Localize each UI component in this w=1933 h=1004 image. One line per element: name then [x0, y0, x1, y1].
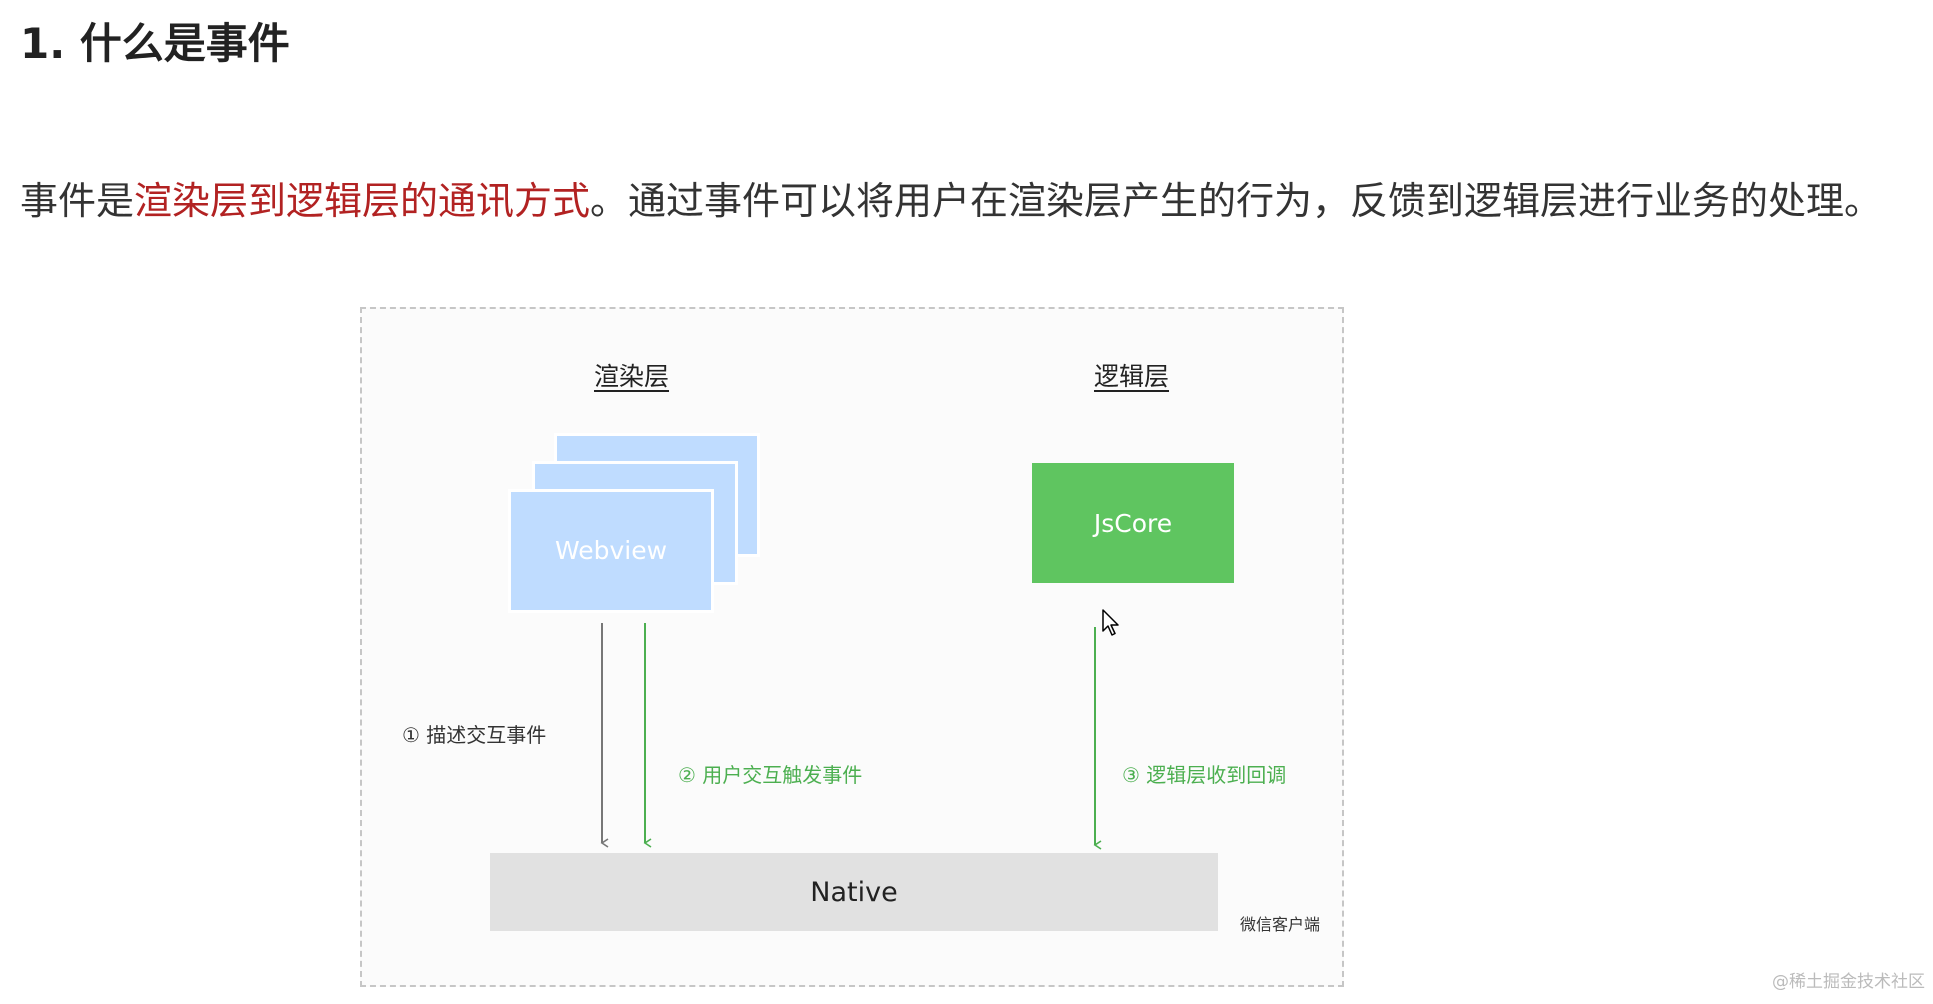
intro-highlight: 渲染层到逻辑层的通讯方式 [134, 179, 591, 223]
webview-label: Webview [554, 536, 668, 565]
event-flow-diagram: 渲染层 逻辑层 Webview JsCore [360, 307, 1344, 987]
intro-sentence: 事件是渲染层到逻辑层的通讯方式。通过事件可以将用户在渲染层产生的行为，反馈到逻辑… [20, 170, 1882, 225]
render-layer-title: 渲染层 [594, 362, 670, 391]
intro-suffix: 。通过事件可以将用户在渲染层产生的行为，反馈到逻辑层进行业务的处理。 [590, 179, 1883, 223]
intro-prefix: 事件是 [20, 179, 135, 223]
section-title: 1. 什么是事件 [20, 19, 290, 68]
flow-arrows [600, 623, 1102, 850]
jscore-box: JsCore [1032, 463, 1234, 583]
step-1-label: ① 描述交互事件 [402, 723, 547, 747]
webview-card-front: Webview [508, 489, 714, 613]
jscore-label: JsCore [1093, 508, 1173, 538]
native-label: Native [810, 876, 898, 908]
native-box: Native [490, 853, 1218, 931]
watermark: @稀土掘金技术社区 [1772, 972, 1925, 992]
mouse-pointer-icon [1102, 609, 1119, 636]
wechat-client-label: 微信客户端 [1240, 915, 1321, 934]
step-2-label: ② 用户交互触发事件 [678, 763, 863, 787]
step-3-label: ③ 逻辑层收到回调 [1122, 763, 1287, 787]
logic-layer-title: 逻辑层 [1094, 362, 1170, 391]
